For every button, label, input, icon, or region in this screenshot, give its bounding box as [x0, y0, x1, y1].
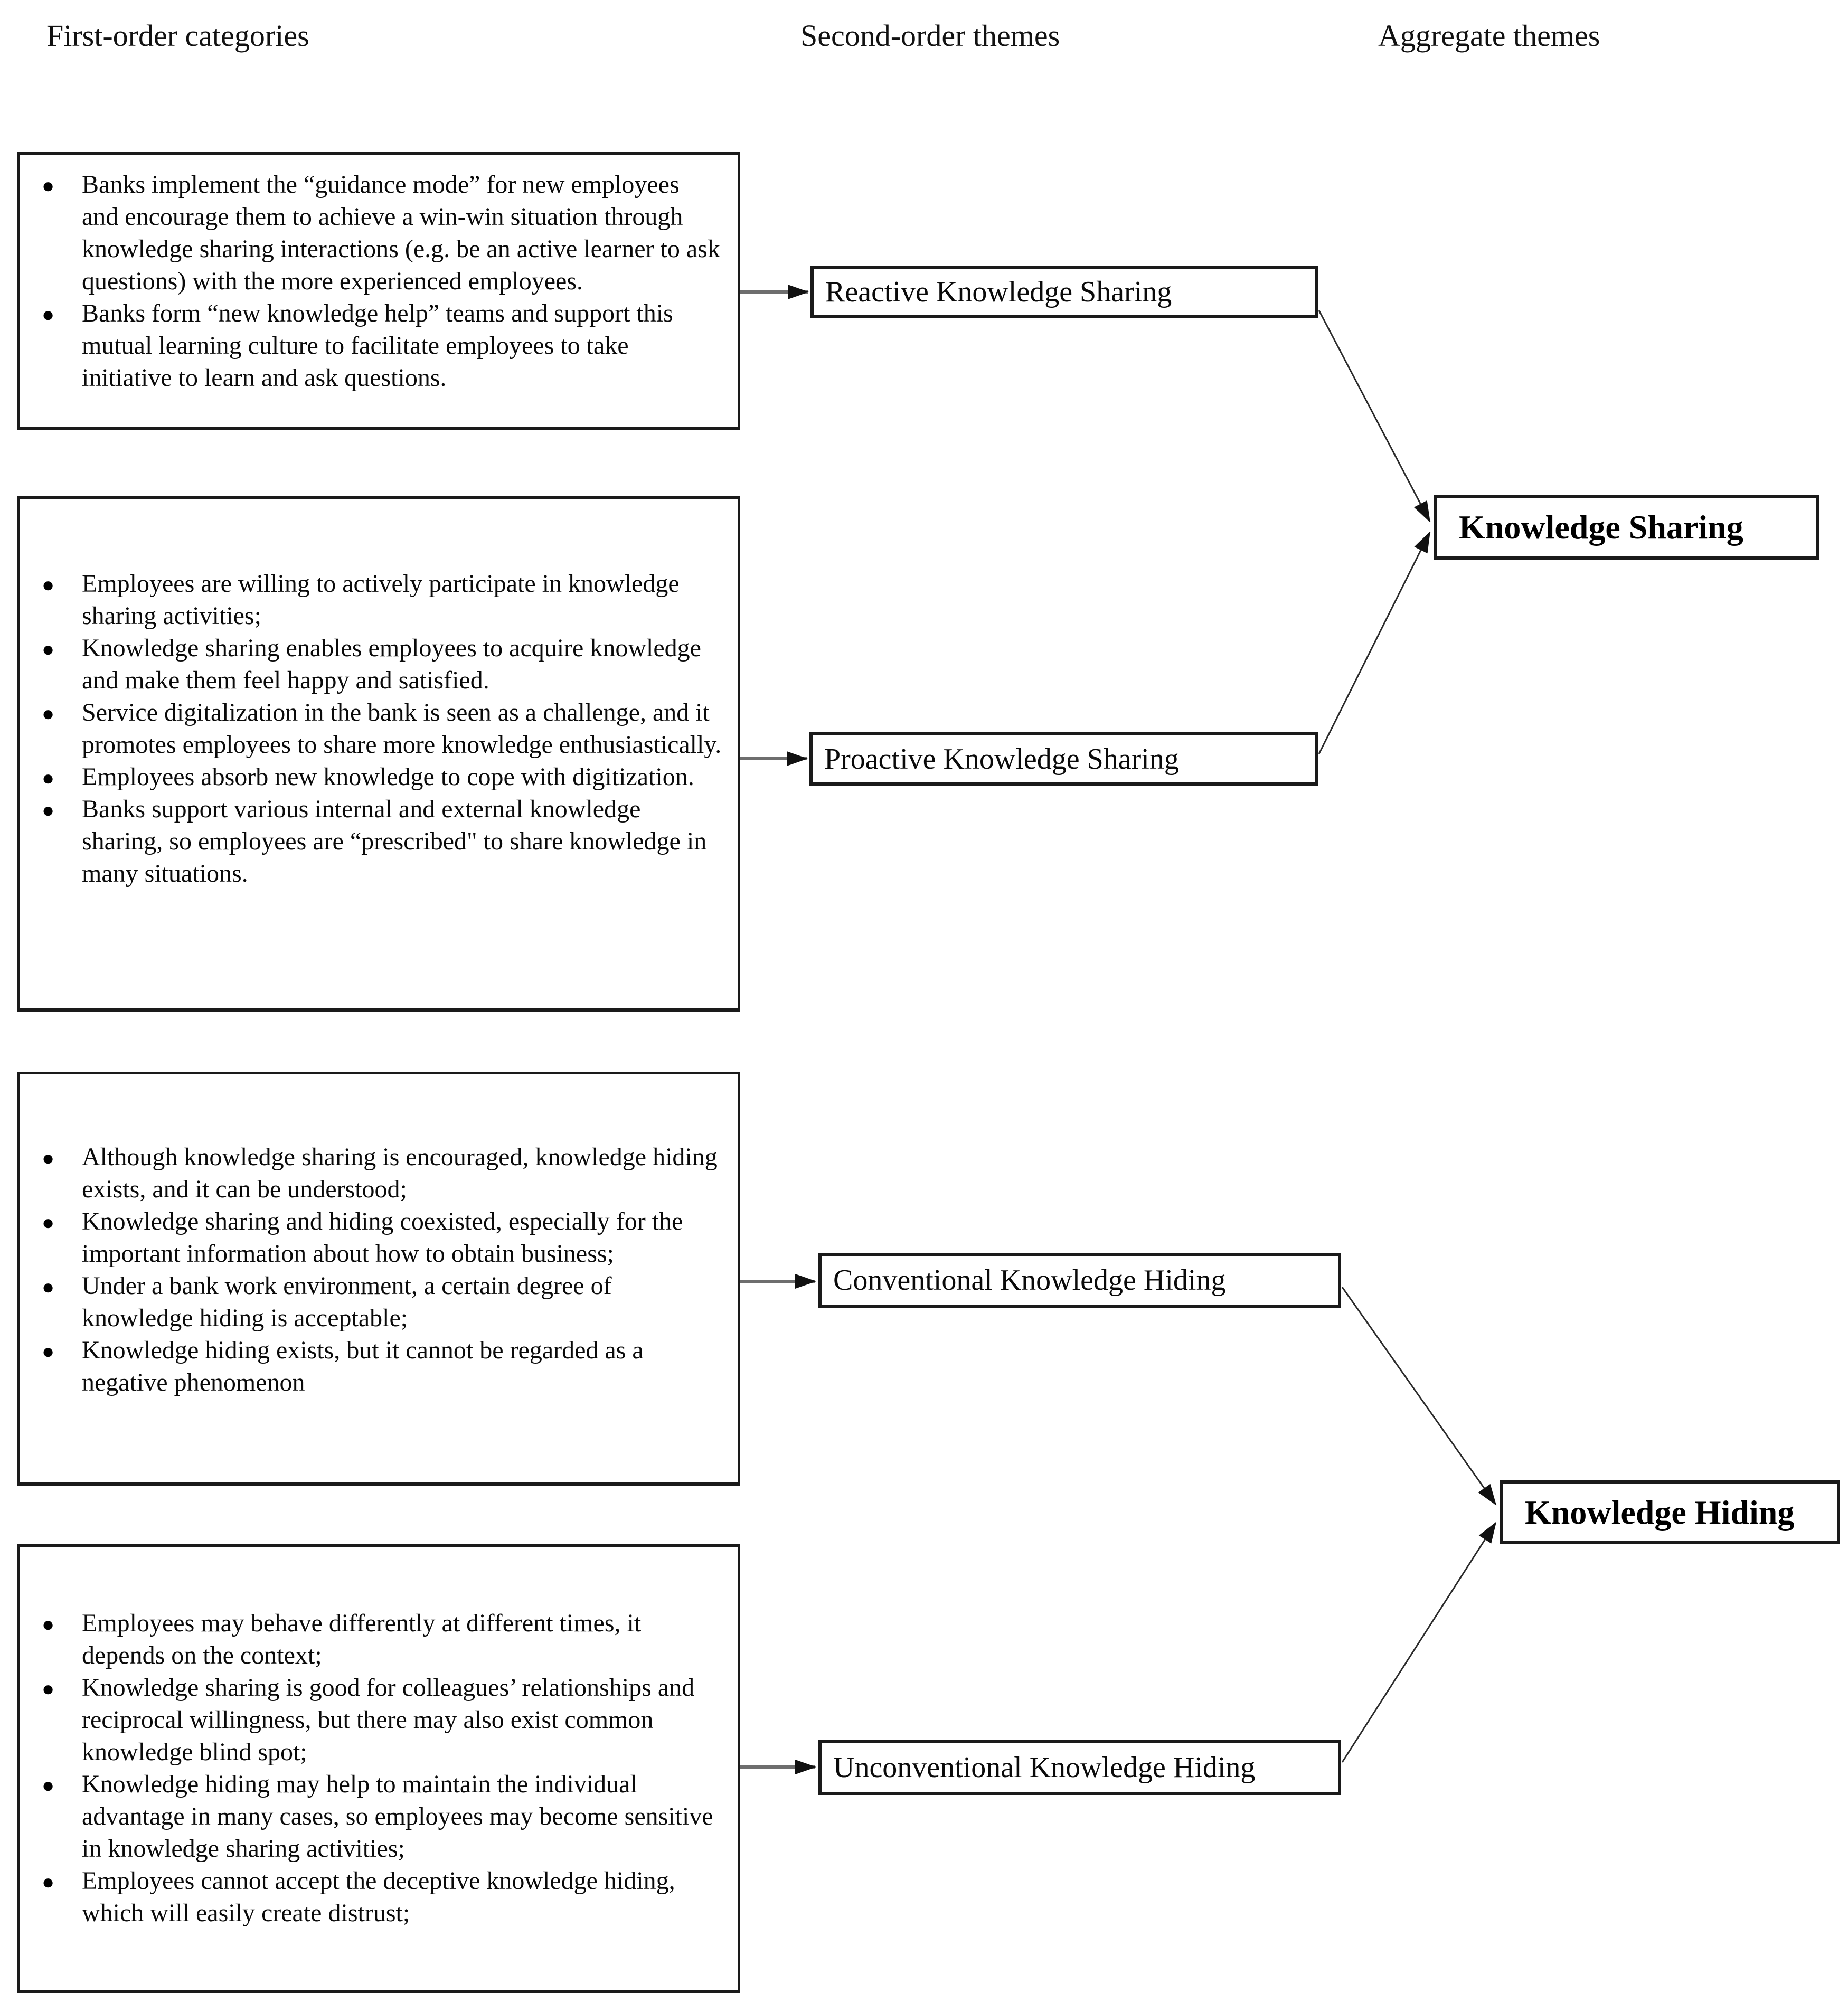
- bullet-text: Knowledge sharing enables employees to a…: [82, 634, 701, 694]
- bullet-text: Employees cannot accept the deceptive kn…: [82, 1867, 675, 1927]
- bullet-text: Employees absorb new knowledge to cope w…: [82, 763, 694, 791]
- list-item: ● Knowledge hiding may help to maintain …: [20, 1768, 722, 1865]
- theme-label: Reactive Knowledge Sharing: [825, 276, 1172, 308]
- list-item: ● Under a bank work environment, a certa…: [20, 1270, 722, 1334]
- list-item: ● Employees may behave differently at di…: [20, 1607, 722, 1671]
- bullet-text: Knowledge sharing and hiding coexisted, …: [82, 1207, 683, 1268]
- bullet-text: Knowledge hiding exists, but it cannot b…: [82, 1336, 644, 1396]
- bullet-icon: ●: [42, 1773, 55, 1797]
- bullet-text: Employees are willing to actively partic…: [82, 570, 680, 630]
- bullet-icon: ●: [42, 573, 55, 597]
- bullet-icon: ●: [42, 1870, 55, 1894]
- list-item: ● Knowledge sharing enables employees to…: [20, 632, 722, 696]
- bullet-text: Banks support various internal and exter…: [82, 795, 707, 887]
- theme-box-reactive-knowledge-sharing: Reactive Knowledge Sharing: [810, 266, 1318, 318]
- bullet-icon: ●: [42, 303, 55, 326]
- bullet-icon: ●: [42, 174, 55, 197]
- first-order-box-unconventional-hiding: ● Employees may behave differently at di…: [17, 1544, 740, 1993]
- theme-box-conventional-knowledge-hiding: Conventional Knowledge Hiding: [818, 1253, 1341, 1308]
- theme-box-proactive-knowledge-sharing: Proactive Knowledge Sharing: [809, 732, 1318, 786]
- arrow-unconventional-to-hiding: [1341, 1522, 1497, 1763]
- list-item: ● Employees are willing to actively part…: [20, 568, 722, 632]
- bullet-text: Banks form “new knowledge help” teams an…: [82, 299, 673, 392]
- aggregate-box-knowledge-hiding: Knowledge Hiding: [1500, 1480, 1840, 1544]
- list-item: ● Although knowledge sharing is encourag…: [20, 1141, 722, 1205]
- bullet-text: Knowledge hiding may help to maintain th…: [82, 1770, 713, 1863]
- theme-label: Conventional Knowledge Hiding: [833, 1264, 1226, 1297]
- bullet-list: ● Banks implement the “guidance mode” fo…: [20, 168, 738, 394]
- first-order-box-proactive-sharing: ● Employees are willing to actively part…: [17, 496, 740, 1012]
- bullet-icon: ●: [42, 798, 55, 822]
- arrow-proactive-to-sharing: [1318, 531, 1431, 754]
- list-item: ● Employees absorb new knowledge to cope…: [20, 761, 722, 793]
- bullet-list: ● Employees are willing to actively part…: [20, 568, 738, 890]
- bullet-text: Banks implement the “guidance mode” for …: [82, 171, 720, 295]
- first-order-box-conventional-hiding: ● Although knowledge sharing is encourag…: [17, 1072, 740, 1486]
- arrow-reactive-to-sharing: [1318, 310, 1431, 523]
- theme-box-unconventional-knowledge-hiding: Unconventional Knowledge Hiding: [818, 1740, 1341, 1795]
- column-header-aggregate: Aggregate themes: [1378, 18, 1600, 53]
- aggregate-label: Knowledge Sharing: [1459, 508, 1743, 546]
- theme-label: Proactive Knowledge Sharing: [824, 742, 1179, 776]
- list-item: ● Banks form “new knowledge help” teams …: [20, 297, 722, 394]
- bullet-icon: ●: [42, 702, 55, 725]
- bullet-text: Under a bank work environment, a certain…: [82, 1272, 612, 1332]
- bullet-icon: ●: [42, 637, 55, 661]
- bullet-icon: ●: [42, 1146, 55, 1170]
- list-item: ● Knowledge sharing and hiding coexisted…: [20, 1205, 722, 1270]
- list-item: ● Banks implement the “guidance mode” fo…: [20, 168, 722, 297]
- list-item: ● Knowledge sharing is good for colleagu…: [20, 1671, 722, 1768]
- column-header-second-order: Second-order themes: [800, 18, 1060, 53]
- bullet-text: Service digitalization in the bank is se…: [82, 698, 722, 759]
- bullet-text: Although knowledge sharing is encouraged…: [82, 1143, 718, 1203]
- bullet-icon: ●: [42, 1612, 55, 1636]
- bullet-list: ● Although knowledge sharing is encourag…: [20, 1141, 738, 1399]
- bullet-text: Employees may behave differently at diff…: [82, 1609, 642, 1669]
- bullet-text: Knowledge sharing is good for colleagues…: [82, 1674, 695, 1766]
- list-item: ● Service digitalization in the bank is …: [20, 696, 722, 761]
- list-item: ● Knowledge hiding exists, but it cannot…: [20, 1334, 722, 1399]
- first-order-box-guidance: ● Banks implement the “guidance mode” fo…: [17, 152, 740, 430]
- column-header-first-order: First-order categories: [46, 18, 309, 53]
- bullet-icon: ●: [42, 1677, 55, 1700]
- bullet-icon: ●: [42, 766, 55, 790]
- bullet-list: ● Employees may behave differently at di…: [20, 1607, 738, 1929]
- bullet-icon: ●: [42, 1339, 55, 1363]
- aggregate-label: Knowledge Hiding: [1525, 1493, 1795, 1531]
- arrow-conventional-to-hiding: [1341, 1287, 1497, 1506]
- theme-label: Unconventional Knowledge Hiding: [833, 1751, 1256, 1784]
- bullet-icon: ●: [42, 1275, 55, 1299]
- aggregate-box-knowledge-sharing: Knowledge Sharing: [1434, 495, 1819, 560]
- list-item: ● Employees cannot accept the deceptive …: [20, 1865, 722, 1929]
- bullet-icon: ●: [42, 1211, 55, 1234]
- list-item: ● Banks support various internal and ext…: [20, 793, 722, 890]
